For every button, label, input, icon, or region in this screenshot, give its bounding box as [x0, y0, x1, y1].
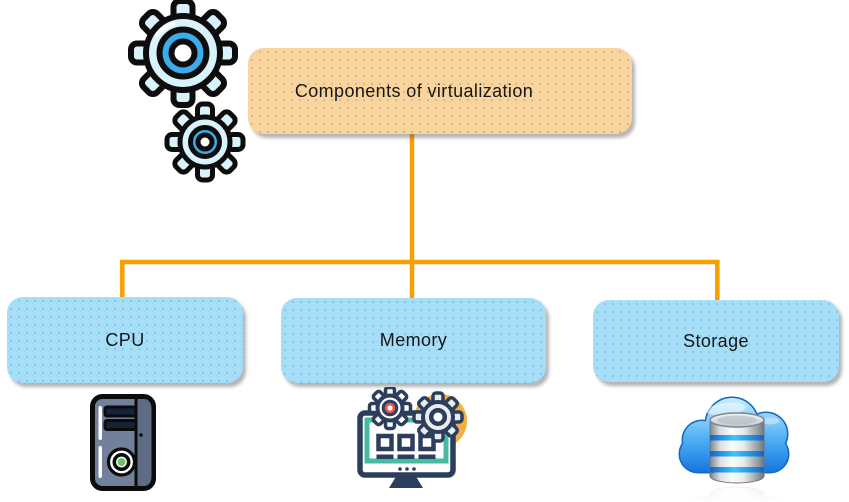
child-node-storage: Storage [593, 300, 839, 382]
child-node-memory: Memory [281, 298, 546, 383]
root-node: Components of virtualization [248, 48, 632, 134]
cloud-database-icon [674, 396, 809, 502]
cpu-label: CPU [105, 329, 145, 350]
double-gears-icon [120, 0, 255, 188]
root-node-label: Components of virtualization [294, 80, 534, 101]
child-node-cpu: CPU [7, 297, 243, 383]
memory-label: Memory [379, 330, 448, 350]
computer-tower-icon [90, 394, 156, 491]
monitor-gears-icon [357, 387, 467, 488]
storage-label: Storage [683, 330, 749, 351]
